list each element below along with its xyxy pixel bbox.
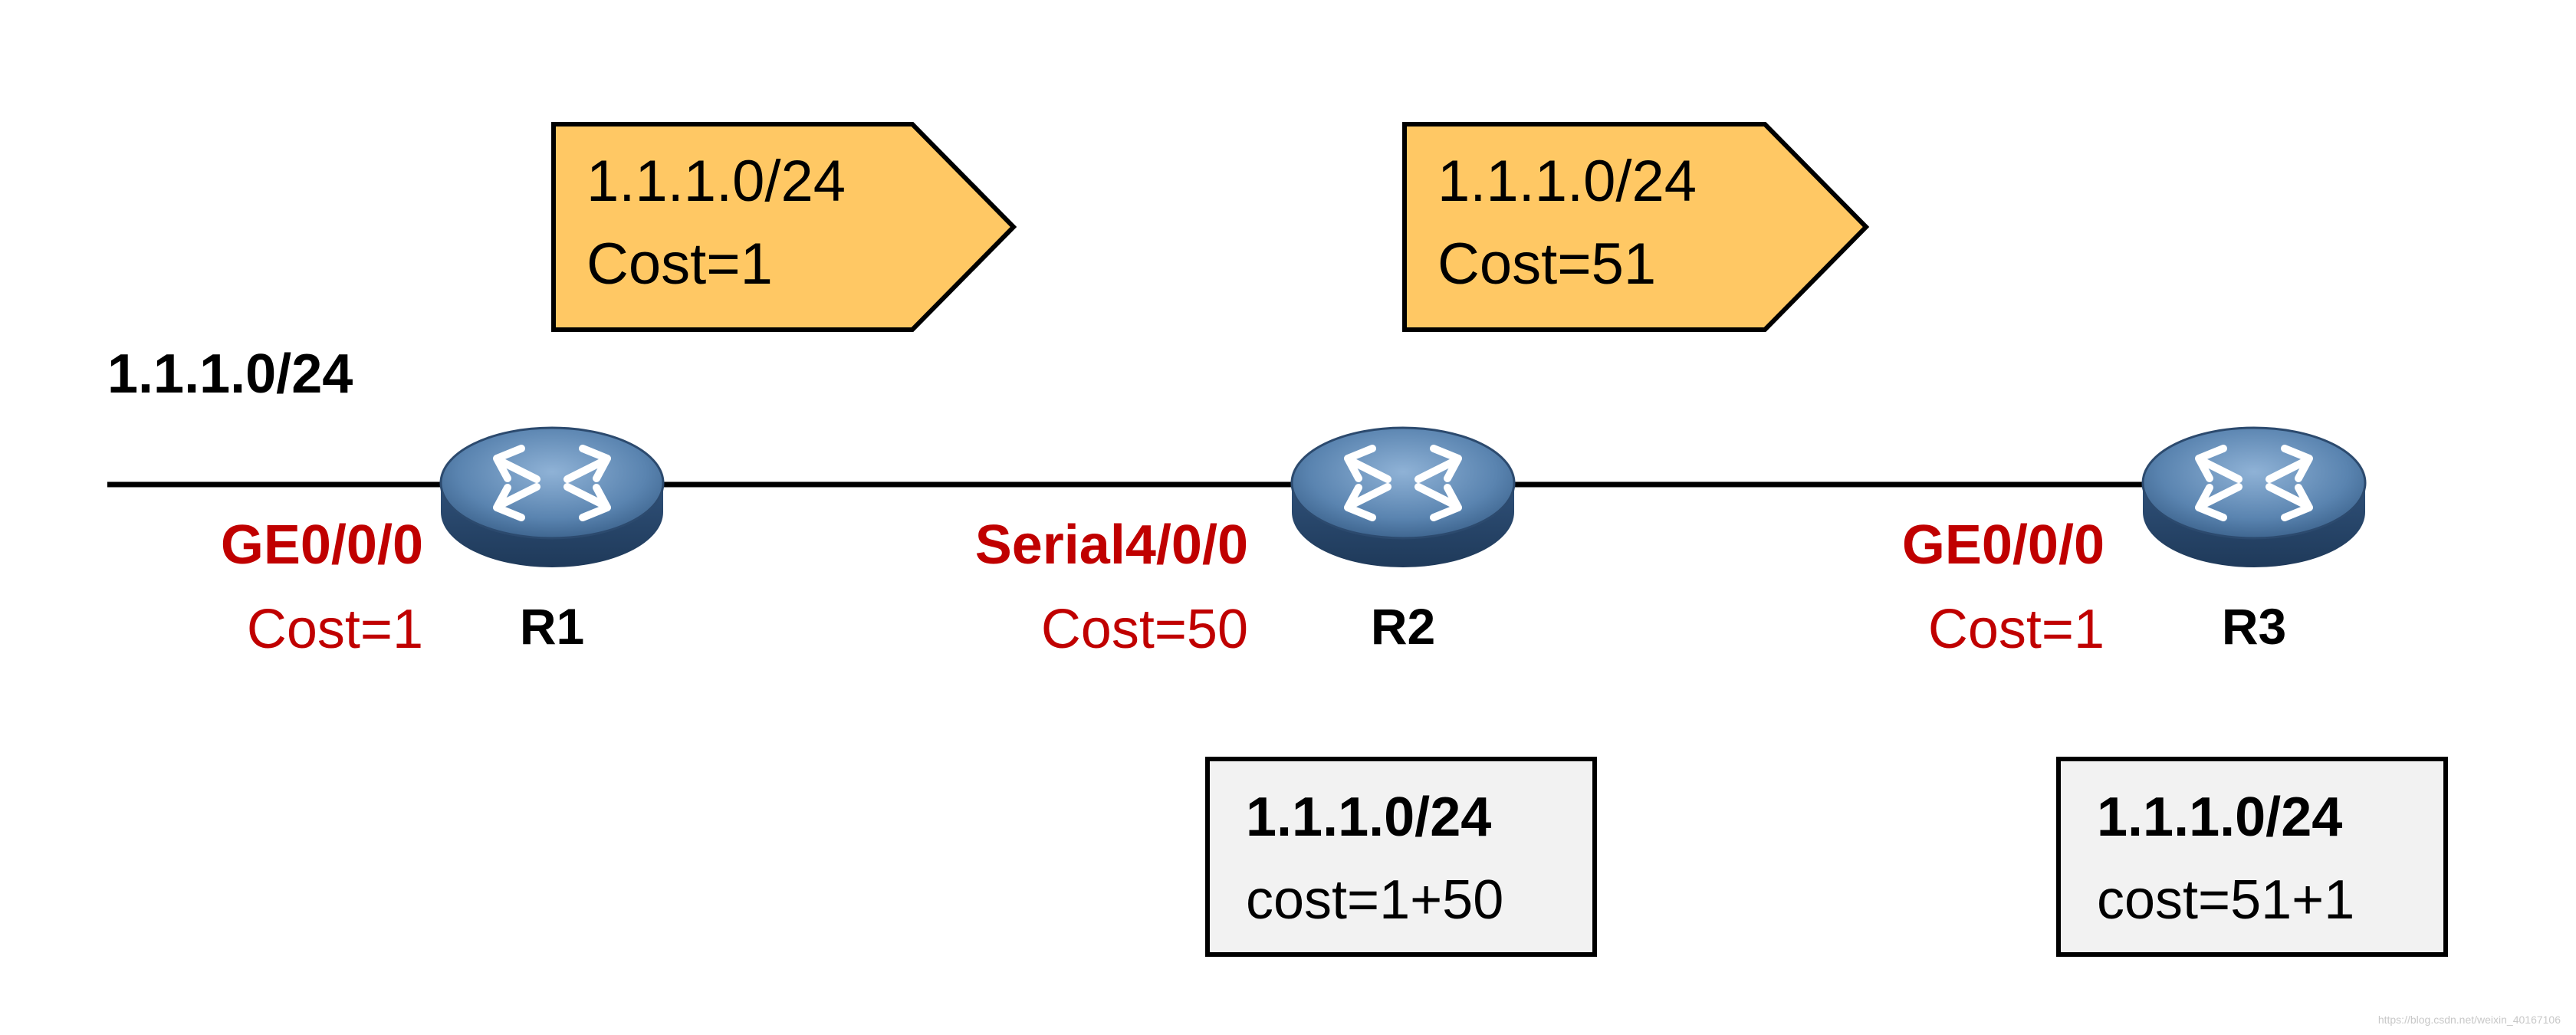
route-table-r2: 1.1.1.0/24 cost=1+50 [1205,757,1597,957]
route-table-r3: 1.1.1.0/24 cost=51+1 [2056,757,2448,957]
router-icon [439,426,665,567]
interface-cost-r3: Cost=1 [1928,599,2104,660]
watermark: https://blog.csdn.net/weixin_40167106 [2378,1014,2561,1026]
route-table-box [2056,757,2448,957]
router-r3 [2141,426,2367,567]
router-r2 [1290,426,1516,567]
advertisement-cost: Cost=1 [586,232,773,297]
router-icon [1290,426,1516,567]
route-table-cost: cost=1+50 [1246,869,1503,931]
interface-name-r1: GE0/0/0 [221,514,423,576]
router-name-r3: R3 [2222,598,2286,655]
advertisement-prefix: 1.1.1.0/24 [1438,149,1697,214]
interface-name-r2: Serial4/0/0 [975,514,1248,576]
advertisement-r1: 1.1.1.0/24 Cost=1 [551,122,1017,332]
advertisement-cost: Cost=51 [1438,232,1656,297]
router-name-r2: R2 [1371,598,1435,655]
route-table-prefix: 1.1.1.0/24 [2097,787,2342,848]
network-prefix-label: 1.1.1.0/24 [107,343,353,405]
interface-cost-r1: Cost=1 [247,599,423,660]
route-table-cost: cost=51+1 [2097,869,2354,931]
interface-cost-r2: Cost=50 [1041,599,1248,660]
advertisement-r2: 1.1.1.0/24 Cost=51 [1402,122,1870,332]
router-icon [2141,426,2367,567]
route-table-box [1205,757,1597,957]
advertisement-arrow-shape [1402,122,1870,332]
route-table-prefix: 1.1.1.0/24 [1246,787,1491,848]
router-r1 [439,426,665,567]
router-name-r1: R1 [520,598,584,655]
interface-name-r3: GE0/0/0 [1902,514,2104,576]
advertisement-prefix: 1.1.1.0/24 [586,149,846,214]
advertisement-arrow-shape [551,122,1017,332]
